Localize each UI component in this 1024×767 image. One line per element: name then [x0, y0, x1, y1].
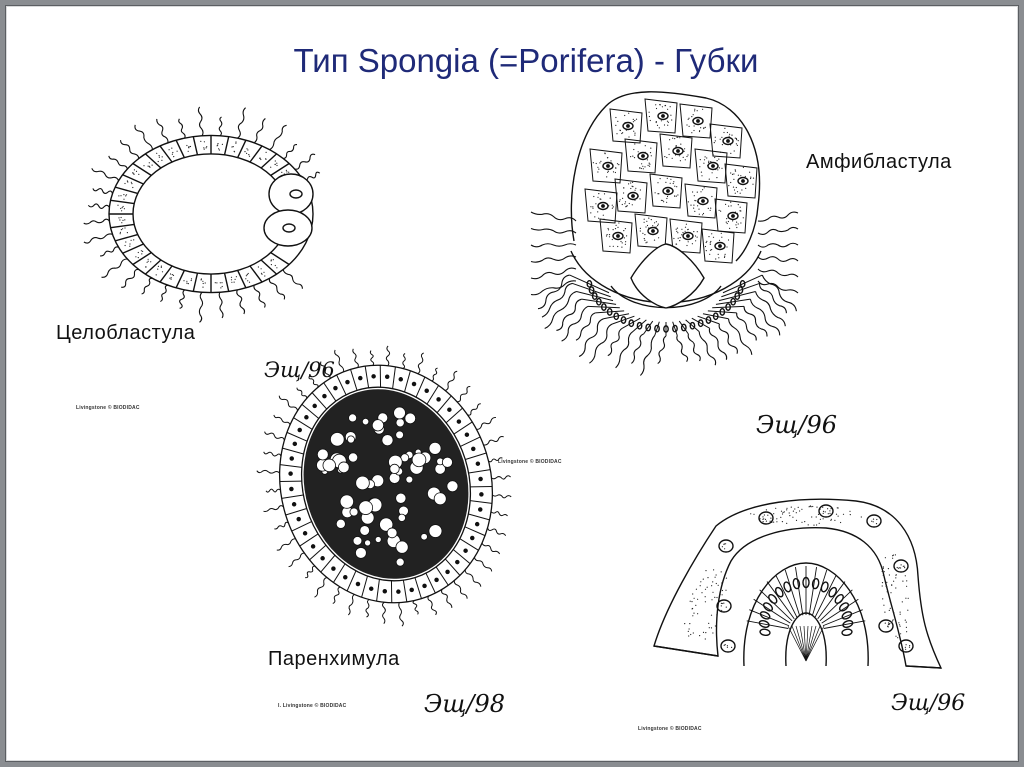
sponge-section-credit: Livingstone © BIODIDAC: [638, 726, 702, 732]
slide: Тип Spongia (=Porifera) - Губки Целоблас…: [5, 5, 1019, 762]
sponge-section-drawing: [6, 6, 1018, 761]
sponge-section-signature: Эщ/96: [891, 691, 965, 716]
